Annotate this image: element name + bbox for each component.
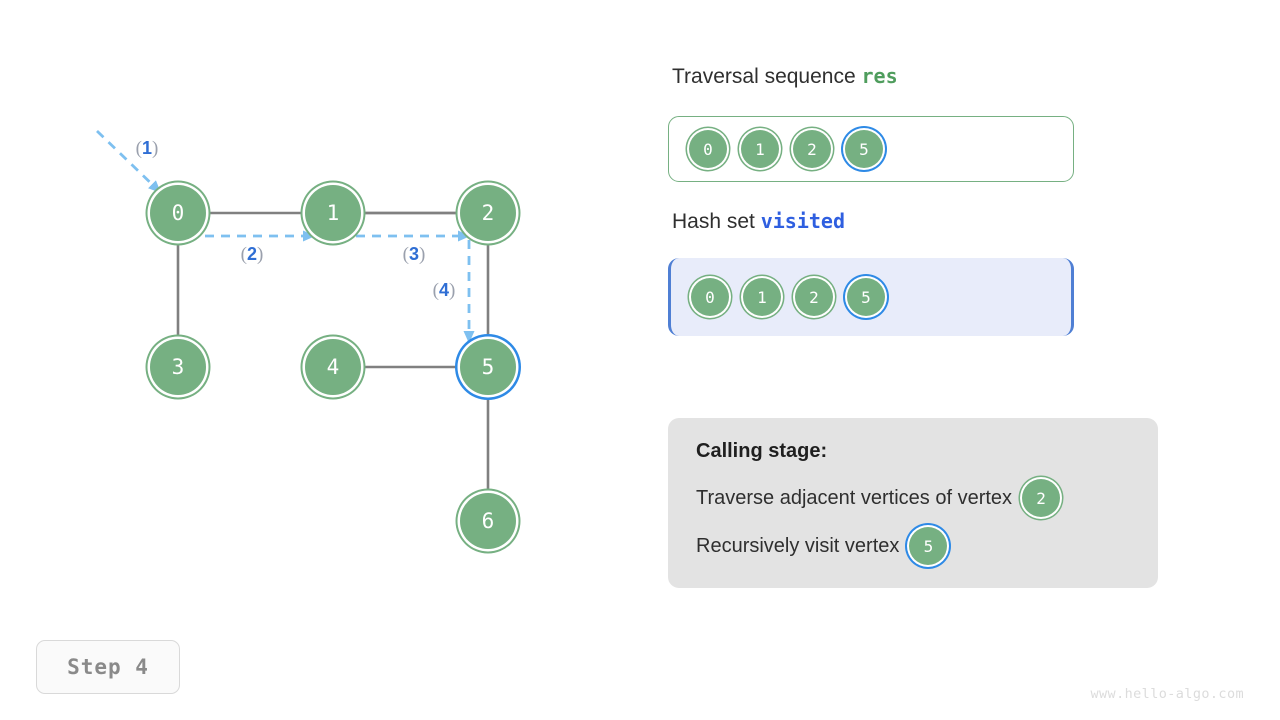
paren-open: (: [402, 244, 409, 265]
paren-close: ): [152, 138, 159, 159]
calling-stage-panel: Calling stage: Traverse adjacent vertice…: [668, 418, 1158, 588]
res-item-3-label: 5: [859, 139, 869, 159]
step-number: 4: [438, 280, 450, 300]
calling-stage-line-2-text: Recursively visit vertex: [696, 534, 900, 557]
graph-node-4[interactable]: 4: [305, 339, 361, 395]
res-title-text: Traversal sequence: [672, 65, 862, 88]
res-item-2-label: 2: [807, 139, 817, 159]
traversal-step-label-3: (3): [403, 244, 426, 266]
graph-node-0-label: 0: [171, 200, 185, 225]
traversal-step-label-1: (1): [136, 138, 159, 160]
visited-item-0-label: 0: [705, 287, 715, 307]
calling-stage-line-2-chip[interactable]: 5: [909, 527, 948, 565]
graph-edges-svg: [96, 129, 490, 493]
graph-node-2[interactable]: 2: [460, 185, 516, 241]
visited-item-1-label: 1: [757, 287, 767, 307]
calling-stage-line-1-chip[interactable]: 2: [1022, 479, 1061, 517]
res-item-0[interactable]: 0: [689, 130, 727, 168]
res-item-2[interactable]: 2: [793, 130, 831, 168]
graph-node-2-label: 2: [481, 200, 495, 225]
res-item-1[interactable]: 1: [741, 130, 779, 168]
step-number: 1: [141, 138, 153, 158]
graph-node-3[interactable]: 3: [150, 339, 206, 395]
graph-node-1-label: 1: [326, 200, 340, 225]
res-section-title: Traversal sequence res: [672, 64, 898, 89]
visited-item-3-label: 5: [861, 287, 871, 307]
graph-node-6-label: 6: [481, 508, 495, 533]
traversal-step-label-2: (2): [241, 244, 264, 266]
calling-stage-title: Calling stage:: [696, 440, 828, 462]
visited-item-0[interactable]: 0: [691, 278, 729, 316]
step-number: 2: [246, 244, 258, 264]
traversal-step-label-4: (4): [433, 280, 456, 302]
paren-open: (: [240, 244, 247, 265]
res-item-0-label: 0: [703, 139, 713, 159]
visited-item-3[interactable]: 5: [847, 278, 885, 316]
calling-stage-line-2-chip-label: 5: [923, 536, 934, 556]
graph-node-5[interactable]: 5: [460, 339, 516, 395]
calling-stage-line-2: Recursively visit vertex 5: [696, 527, 1130, 565]
step-badge: Step 4: [36, 640, 180, 694]
step-badge-label: Step 4: [67, 655, 149, 679]
paren-close: ): [257, 244, 264, 265]
res-item-1-label: 1: [755, 139, 765, 159]
watermark-text: www.hello-algo.com: [1090, 686, 1244, 702]
step-number: 3: [408, 244, 420, 264]
calling-stage-line-1: Traverse adjacent vertices of vertex 2: [696, 479, 1130, 517]
calling-stage-line-1-text: Traverse adjacent vertices of vertex: [696, 486, 1013, 509]
res-container: 0 1 2 5: [668, 116, 1074, 182]
graph-node-3-label: 3: [171, 354, 185, 379]
graph-panel: 0 1 2 3 4 5 6 (1) (2) (3) (4): [0, 0, 640, 620]
res-code-name: res: [861, 64, 898, 88]
visited-section-title: Hash set visited: [672, 209, 845, 234]
graph-node-1[interactable]: 1: [305, 185, 361, 241]
visited-item-1[interactable]: 1: [743, 278, 781, 316]
visited-title-text: Hash set: [672, 210, 761, 233]
right-panel: Traversal sequence res 0 1 2 5 Hash set …: [668, 0, 1268, 720]
graph-node-5-label: 5: [481, 354, 495, 379]
watermark: www.hello-algo.com: [1091, 686, 1245, 702]
visited-container: 0 1 2 5: [668, 258, 1074, 336]
paren-open: (: [432, 280, 439, 301]
paren-open: (: [135, 138, 142, 159]
paren-close: ): [449, 280, 456, 301]
visited-item-2[interactable]: 2: [795, 278, 833, 316]
calling-stage-line-1-chip-label: 2: [1036, 488, 1046, 508]
graph-node-0[interactable]: 0: [150, 185, 206, 241]
graph-node-4-label: 4: [326, 354, 340, 379]
graph-node-6[interactable]: 6: [460, 493, 516, 549]
res-item-3[interactable]: 5: [845, 130, 883, 168]
paren-close: ): [419, 244, 426, 265]
visited-item-2-label: 2: [809, 287, 819, 307]
visited-code-name: visited: [760, 209, 846, 233]
traversal-arrow-group: [96, 129, 475, 344]
